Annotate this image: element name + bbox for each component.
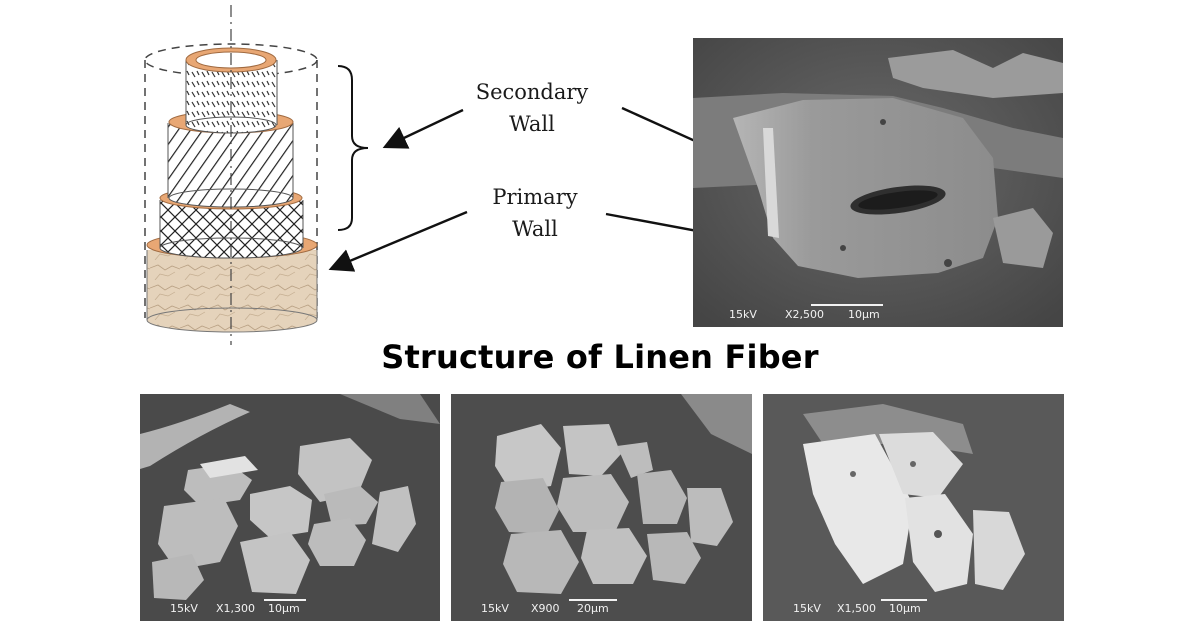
primary-arrow-left xyxy=(328,210,468,272)
sem-micrograph-top: 15kV X2,500 10µm xyxy=(693,38,1063,327)
bottom-right-scale-bar xyxy=(881,599,927,601)
top-scale-label: 10µm xyxy=(848,308,880,321)
secondary-wall-brace xyxy=(337,65,369,231)
primary-wall-label-line1: Primary xyxy=(492,185,578,209)
top-magnification: X2,500 xyxy=(785,308,825,321)
sem-micrograph-bottom-middle: 15kV X900 20µm xyxy=(451,394,752,621)
bottom-left-voltage: 15kV xyxy=(170,602,198,615)
top-scale-bar xyxy=(811,304,883,306)
secondary-wall-label-line1: Secondary xyxy=(475,80,589,104)
bottom-middle-magnification: X900 xyxy=(531,602,560,615)
bottom-middle-scale-label: 20µm xyxy=(577,602,609,615)
bottom-middle-voltage: 15kV xyxy=(481,602,509,615)
bottom-middle-scale-bar xyxy=(569,599,617,601)
secondary-arrow-left xyxy=(382,108,464,149)
top-voltage: 15kV xyxy=(729,308,757,321)
bottom-left-scale-label: 10µm xyxy=(268,602,300,615)
secondary-wall-label-line2: Wall xyxy=(509,112,555,136)
sem-micrograph-bottom-right: 15kV X1,500 10µm xyxy=(763,394,1064,621)
secondary-wall-label: Secondary Wall xyxy=(462,76,602,140)
primary-wall-label-line2: Wall xyxy=(512,217,558,241)
sem-micrograph-bottom-left: 15kV X1,300 10µm xyxy=(140,394,440,621)
bottom-right-scale-label: 10µm xyxy=(889,602,921,615)
bottom-left-scale-bar xyxy=(264,599,306,601)
bottom-right-voltage: 15kV xyxy=(793,602,821,615)
bottom-left-magnification: X1,300 xyxy=(216,602,256,615)
page-title: Structure of Linen Fiber xyxy=(381,338,819,376)
bottom-right-magnification: X1,500 xyxy=(837,602,877,615)
primary-wall-label: Primary Wall xyxy=(465,181,605,245)
